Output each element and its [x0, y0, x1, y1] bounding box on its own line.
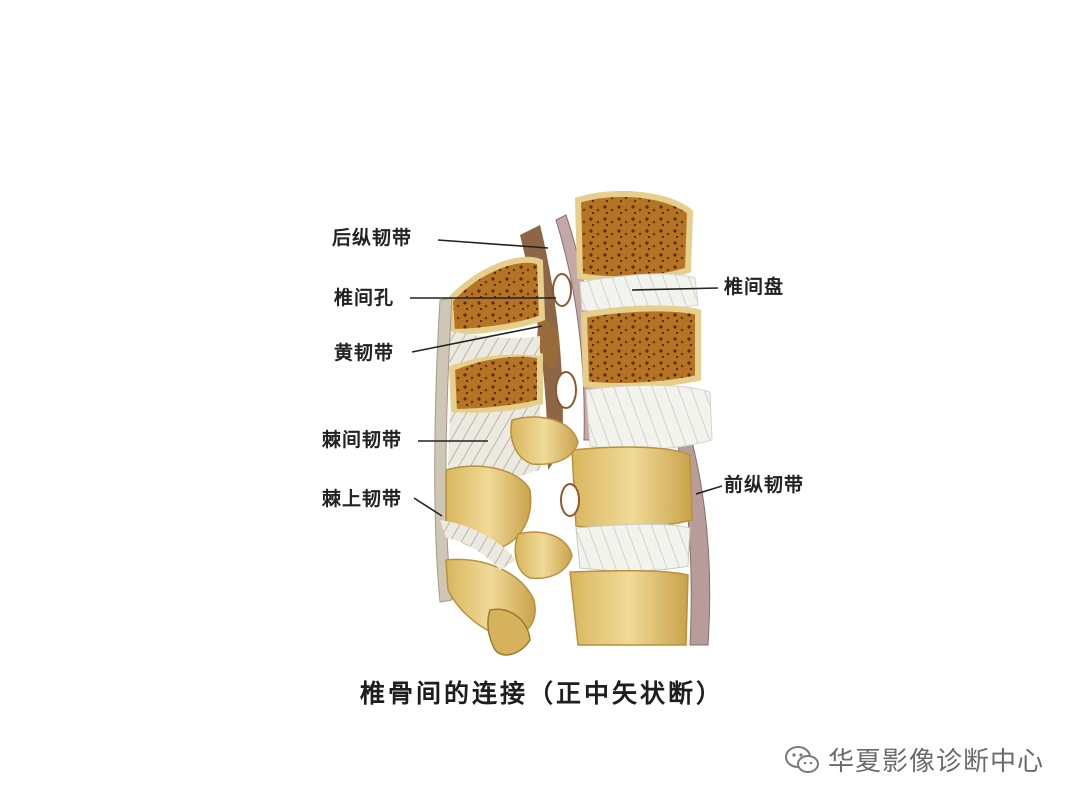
- figure-caption: 椎骨间的连接（正中矢状断）: [360, 679, 725, 708]
- leader-line-anterior-longitudinal-ligament: [695, 485, 723, 495]
- label-interspinous-ligament: 棘间韧带: [322, 429, 403, 451]
- label-posterior-longitudinal-ligament: 后纵韧带: [332, 227, 413, 249]
- leader-line-intervertebral-disc: [631, 287, 719, 291]
- leader-line-supraspinous-ligament: [413, 497, 443, 517]
- label-intervertebral-foramen: 椎间孔: [334, 287, 395, 309]
- wechat-icon: [784, 745, 819, 773]
- label-ligamentum-flavum: 黄韧带: [334, 342, 395, 364]
- leader-line-ligamentum-flavum: [411, 325, 543, 353]
- watermark-text: 华夏影像诊断中心: [827, 747, 1044, 777]
- leader-line-posterior-longitudinal-ligament: [437, 239, 549, 249]
- label-anterior-longitudinal-ligament: 前纵韧带: [724, 474, 805, 496]
- watermark: 华夏影像诊断中心: [784, 741, 1044, 778]
- label-intervertebral-disc: 椎间盘: [724, 276, 785, 298]
- label-supraspinous-ligament: 棘上韧带: [322, 488, 403, 510]
